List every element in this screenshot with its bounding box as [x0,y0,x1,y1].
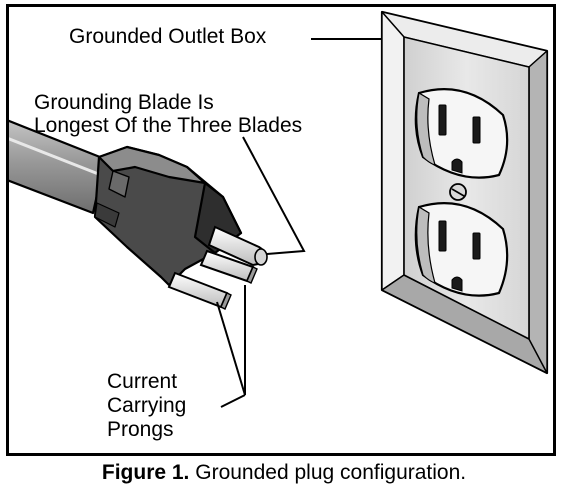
lower-ground-slot [451,276,463,292]
upper-receptacle [414,88,509,179]
current-blade-upper [199,249,258,284]
lower-right-slot [472,232,481,260]
grounding-blade-label-line2: Longest Of the Three Blades [34,114,303,137]
current-blade-lower [167,271,232,310]
prongs-label-line1: Current [107,370,178,393]
grounding-blade-leader [242,136,306,255]
prongs-leader-top [216,301,246,396]
upper-ground-slot [451,158,463,174]
lower-left-slot [438,220,447,252]
power-cord [9,119,107,215]
plug-and-outlet-illustration [9,10,549,408]
prongs-label-line3: Prongs [107,418,174,441]
figure-caption: Figure 1. Grounded plug configuration. [0,460,568,486]
prongs-leader-bottom [220,394,246,408]
upper-right-slot [472,116,481,144]
grounding-blade-label-line1: Grounding Blade Is [34,91,214,114]
lower-receptacle [414,202,509,297]
prongs-label-line2: Carrying [107,394,187,417]
outlet-box-label: Grounded Outlet Box [69,25,267,48]
plug-body [93,145,243,287]
figure-frame: Grounded Outlet Box Grounding Blade Is L… [6,4,556,456]
figure-number: Figure 1. [101,461,190,484]
upper-left-slot [438,104,447,136]
plate-screw [449,183,467,201]
grounding-blade [207,225,268,267]
figure-caption-text: Grounded plug configuration. [195,461,467,484]
leader-lines [216,38,381,408]
